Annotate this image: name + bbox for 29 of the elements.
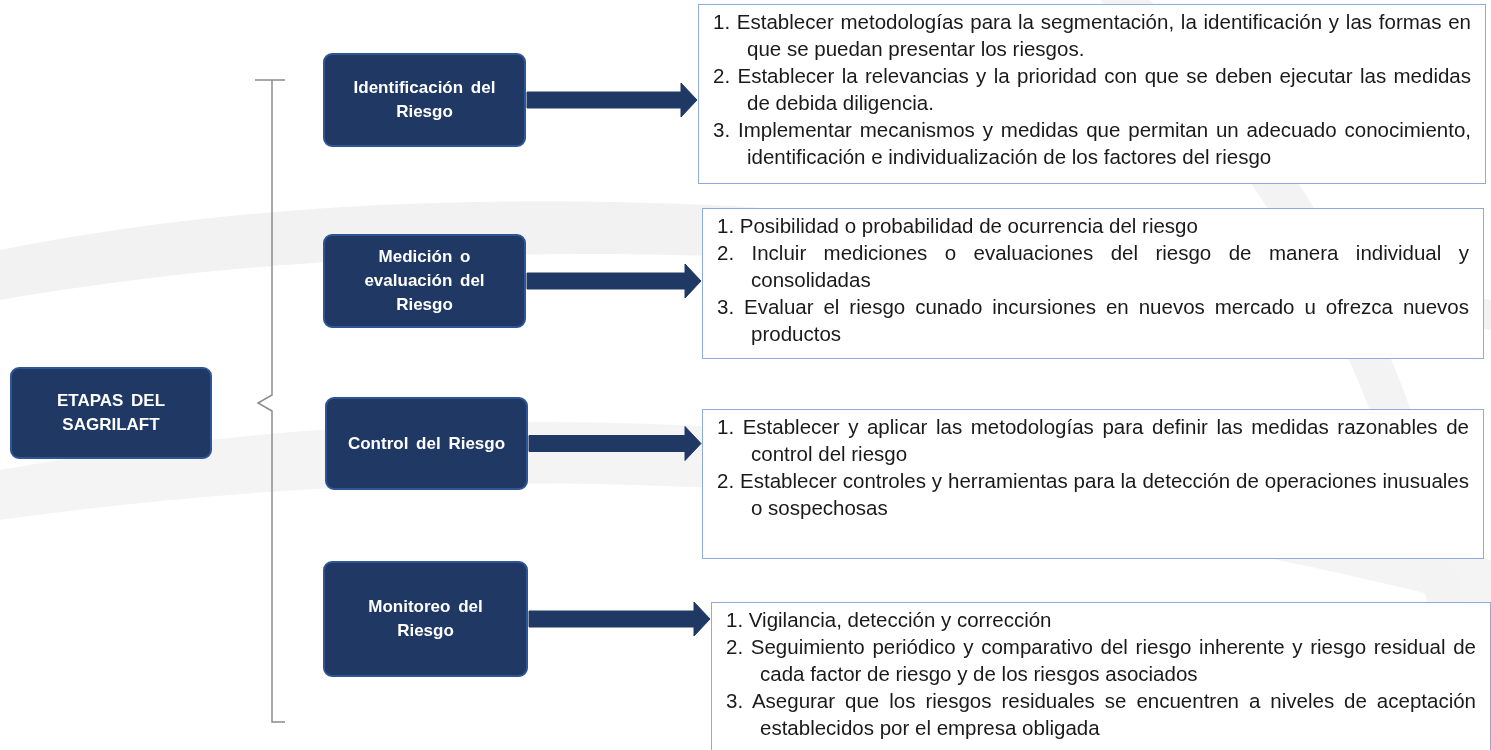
list-item: 1. Establecer metodologías para la segmentación, la identificación y las formas en que se puedan presentar los riesgos. bbox=[713, 9, 1471, 62]
root-box bbox=[10, 367, 212, 459]
block-arrow bbox=[526, 82, 698, 118]
list-item: 1. Establecer y aplicar las metodologías para definir las medidas razonables de control del riesgo bbox=[717, 414, 1469, 467]
list-item: 2. Incluir mediciones o evaluaciones del riesgo de manera individual y consolidadas bbox=[717, 240, 1469, 293]
stage-label: Control del Riesgo bbox=[346, 432, 507, 455]
list-box bbox=[702, 409, 1484, 559]
list-item: 2. Seguimiento periódico y comparativo del riesgo inherente y riesgo residual de cada factor de riesgo y de los riesgos asociados bbox=[726, 634, 1476, 687]
stage-box bbox=[323, 53, 526, 147]
list-item: 2. Establecer controles y herramientas para la detección de operaciones inusuales o sospechosas bbox=[717, 468, 1469, 521]
block-arrow bbox=[526, 263, 702, 299]
block-arrow bbox=[528, 426, 702, 461]
list-box bbox=[698, 4, 1486, 184]
stage-label: ETAPAS DEL SAGRILAFT bbox=[55, 390, 167, 436]
list-item: 1. Vigilancia, detección y corrección bbox=[726, 607, 1053, 633]
list-box bbox=[711, 602, 1491, 750]
stage-label: Monitoreo del Riesgo bbox=[367, 596, 484, 642]
list-item: 3. Evaluar el riesgo cunado incursiones en nuevos mercado u ofrezca nuevos productos bbox=[717, 294, 1469, 347]
stage-box bbox=[323, 561, 528, 677]
list-item: 3. Implementar mecanismos y medidas que permitan un adecuado conocimiento, identificación e individualización de los factores del riesgo bbox=[713, 117, 1471, 170]
list-item: 1. Posibilidad o probabilidad de ocurrencia del riesgo bbox=[717, 213, 1199, 239]
stage-label: Identificación del Riesgo bbox=[352, 77, 497, 123]
stage-label: Medición o evaluación del Riesgo bbox=[363, 246, 486, 316]
block-arrow bbox=[528, 601, 711, 637]
stage-box bbox=[325, 397, 528, 490]
list-item: 2. Establecer la relevancias y la prioridad con que se deben ejecutar las medidas de debida diligencia. bbox=[713, 63, 1471, 116]
list-item: 3. Asegurar que los riesgos residuales se encuentren a niveles de aceptación establecidos por el empresa obligada bbox=[726, 688, 1476, 741]
stage-box bbox=[323, 234, 526, 328]
list-box bbox=[702, 208, 1484, 359]
